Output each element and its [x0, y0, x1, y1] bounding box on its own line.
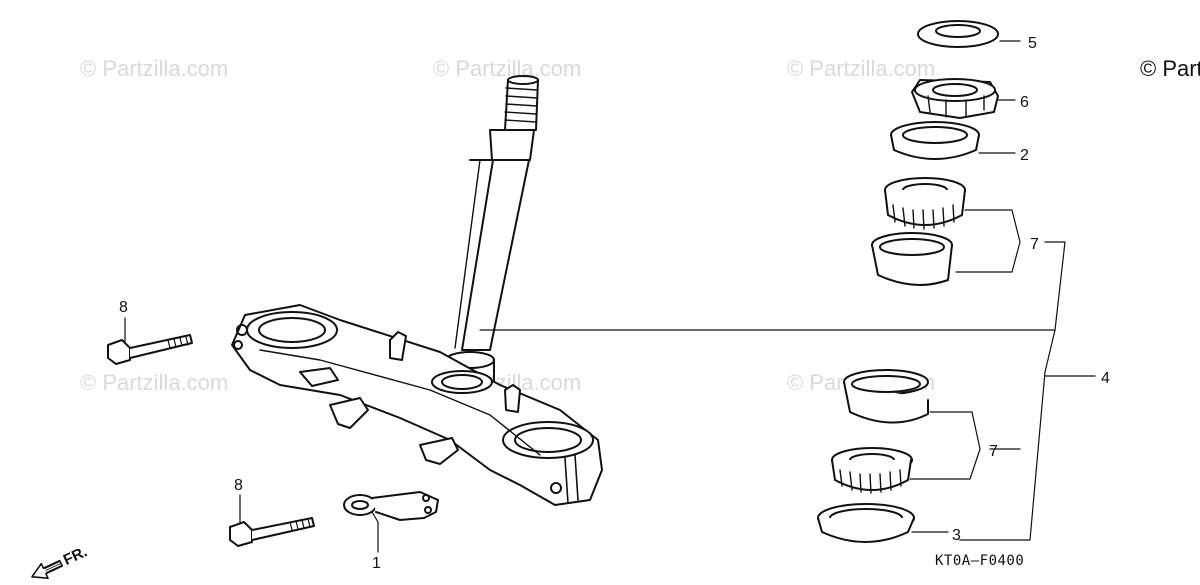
dust-seal-upper: [890, 121, 980, 160]
fr-label: FR.: [61, 543, 90, 569]
diagram-code: KT0A—F0400: [935, 553, 1025, 569]
watermark: © Partzilla.com: [80, 370, 229, 395]
callout-7-lower: 7: [989, 443, 998, 460]
bearing-upper: [884, 177, 966, 230]
callout-8-upper: 8: [119, 299, 128, 316]
bolt-lower: [229, 517, 315, 547]
callout-5: 5: [1028, 35, 1037, 52]
dust-seal-lower: [817, 503, 915, 543]
callout-3: 3: [952, 527, 961, 544]
leader-lines: [124, 40, 1096, 553]
race-lower: [843, 369, 929, 424]
steering-stem: [445, 75, 539, 381]
callout-4: 4: [1101, 370, 1110, 387]
corner-watermark: © Partzilla.com: [1140, 56, 1200, 81]
lock-washer: [917, 20, 999, 48]
castle-nut: [911, 78, 999, 119]
front-direction-arrow: FR.: [22, 530, 112, 580]
cable-guide: [343, 491, 439, 521]
bearing-lower: [831, 447, 913, 494]
callout-8-lower: 8: [234, 477, 243, 494]
callout-2: 2: [1020, 147, 1029, 164]
race-upper: [871, 232, 953, 286]
callout-1: 1: [372, 555, 381, 572]
bolt-upper: [107, 334, 193, 365]
arrow-icon: FR.: [31, 543, 90, 579]
callout-7-upper: 7: [1030, 236, 1039, 253]
triple-clamp: [231, 304, 603, 506]
callout-6: 6: [1020, 94, 1029, 111]
watermark: © Partzilla.com: [787, 56, 936, 81]
watermark: © Partzilla.com: [433, 56, 582, 81]
watermark: © Partzilla.com: [80, 56, 229, 81]
